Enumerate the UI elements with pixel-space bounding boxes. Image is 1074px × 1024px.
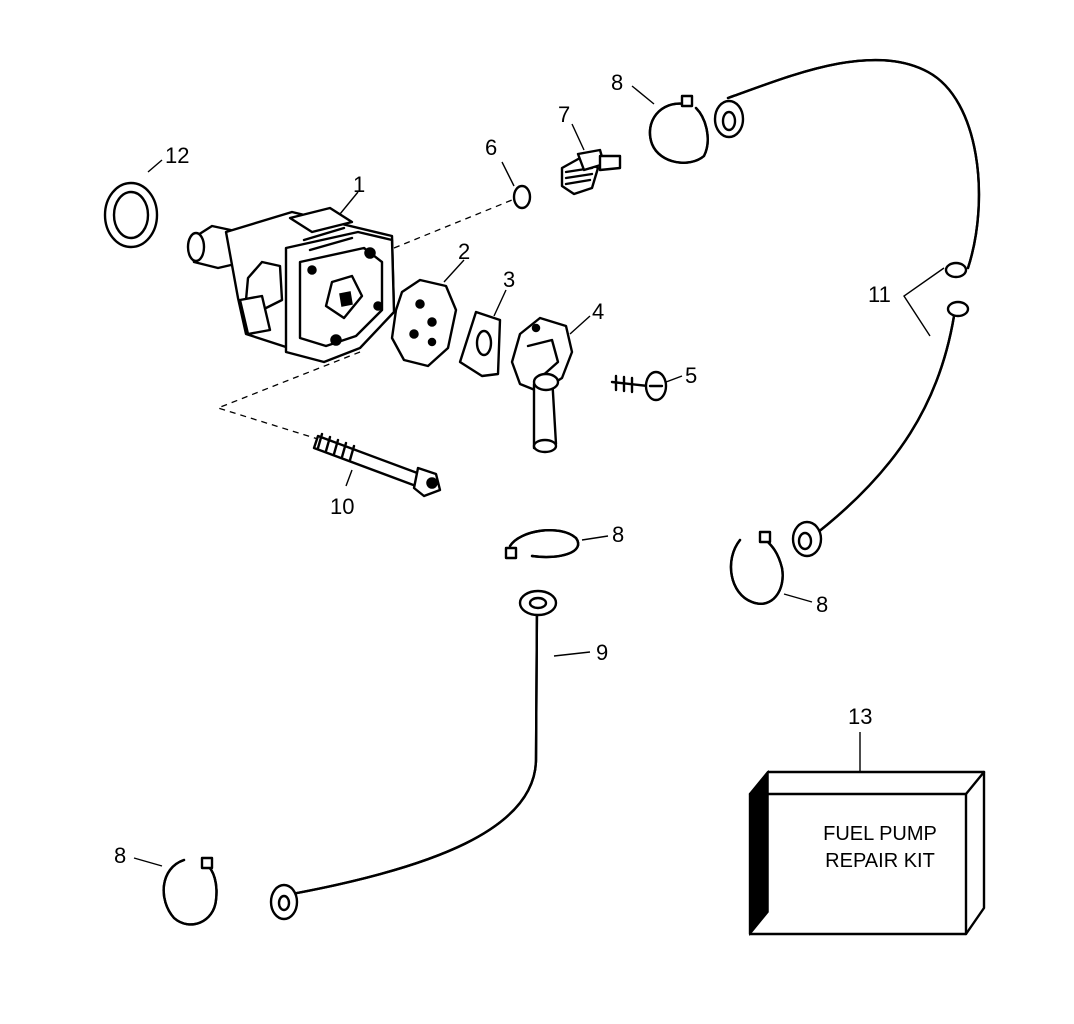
leader-12 — [147, 159, 163, 173]
leader-6 — [501, 161, 515, 187]
kit-label-line1: FUEL PUMP — [823, 823, 937, 845]
part-9-hose — [269, 589, 558, 921]
leader-4 — [569, 315, 591, 335]
part-13-repair-kit-box: FUEL PUMP REPAIR KIT — [748, 769, 986, 937]
leader-1 — [339, 191, 359, 215]
kit-label-line2: REPAIR KIT — [825, 850, 935, 872]
callout-13: 13 — [848, 704, 872, 729]
leader-10 — [345, 469, 353, 487]
part-4-pump-cover — [510, 316, 574, 454]
callout-8-top: 8 — [611, 70, 623, 95]
callout-7: 7 — [558, 102, 570, 127]
leader-8b — [581, 535, 609, 541]
part-2-diaphragm — [390, 278, 458, 368]
part-11-hose-lower — [791, 300, 970, 558]
leader-5 — [665, 375, 683, 383]
leader-7 — [571, 123, 585, 151]
part-8-clamp-middle — [504, 529, 580, 560]
part-3-gasket — [458, 310, 502, 378]
leader-8c — [783, 593, 813, 603]
callout-8-middle: 8 — [612, 522, 624, 547]
callout-8-right: 8 — [816, 592, 828, 617]
callout-8-bottom: 8 — [114, 843, 126, 868]
part-8-clamp-bottom — [162, 856, 218, 926]
callout-1: 1 — [353, 172, 365, 197]
callout-10: 10 — [330, 494, 354, 519]
part-7-fitting — [560, 148, 622, 196]
callout-6: 6 — [485, 135, 497, 160]
alignment-line-6 — [393, 199, 513, 249]
part-10-bolt — [312, 432, 442, 498]
leader-8a — [631, 85, 655, 105]
leader-2 — [443, 259, 465, 283]
part-5-screw — [610, 370, 668, 402]
callout-11: 11 — [868, 282, 891, 307]
callout-2: 2 — [458, 239, 470, 264]
leader-11 — [903, 267, 945, 337]
part-6-small-o-ring — [512, 184, 532, 210]
part-8-clamp-top — [648, 94, 709, 164]
leader-3 — [493, 289, 507, 317]
callout-9: 9 — [596, 640, 608, 665]
part-11-hose-upper — [713, 58, 981, 279]
leader-8d — [133, 857, 163, 867]
alignment-line-10 — [216, 351, 361, 453]
callout-12: 12 — [165, 143, 189, 168]
callout-5: 5 — [685, 363, 697, 388]
part-1-fuel-pump-body — [186, 206, 396, 364]
callout-4: 4 — [592, 299, 604, 324]
leader-9 — [553, 651, 591, 657]
callout-3: 3 — [503, 267, 515, 292]
part-12-o-ring — [103, 181, 159, 249]
part-8-clamp-right — [729, 530, 784, 605]
